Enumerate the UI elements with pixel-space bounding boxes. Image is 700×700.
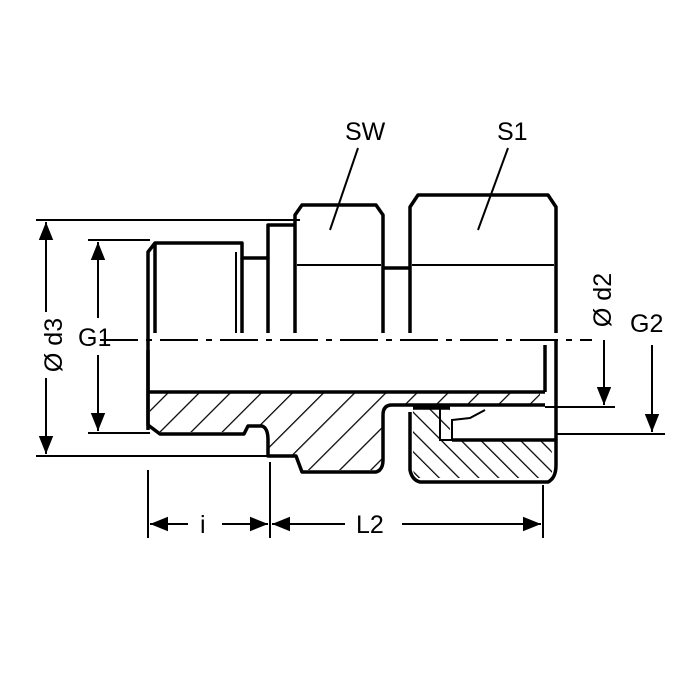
label-g2: G2 <box>630 310 663 338</box>
label-s1: S1 <box>497 118 528 146</box>
dimension-lines <box>38 222 660 532</box>
label-sw: SW <box>345 118 386 146</box>
label-d3: Ø d3 <box>40 318 68 372</box>
body-section-hatch <box>150 392 552 478</box>
sw-leader <box>329 147 359 231</box>
label-l2: L2 <box>356 511 384 539</box>
s1-leader <box>477 147 509 231</box>
label-d2: Ø d2 <box>589 273 617 327</box>
extension-lines <box>36 219 665 538</box>
label-i: i <box>200 511 206 539</box>
fitting-outline <box>100 193 592 484</box>
label-g1: G1 <box>78 324 111 352</box>
